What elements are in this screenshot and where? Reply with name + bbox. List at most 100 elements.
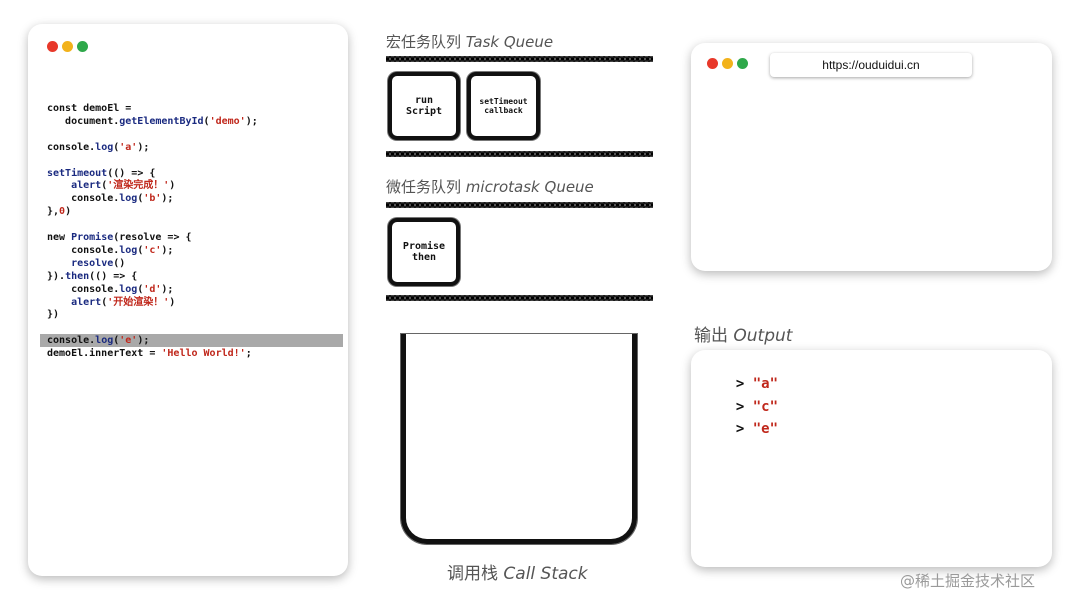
code-token: ( — [137, 193, 144, 205]
code-token — [47, 297, 71, 308]
code-line: console.log('b'); — [47, 192, 173, 205]
code-token: ); — [137, 141, 150, 153]
browser-window — [691, 43, 1052, 271]
code-token: 'c' — [143, 244, 162, 256]
task-settimeout-line1: setTimeout — [479, 97, 528, 106]
code-token: log — [119, 244, 138, 256]
code-line: demoEl.innerText = 'Hello World!'; — [47, 347, 252, 360]
code-token: ( — [113, 335, 120, 347]
code-token: alert — [71, 296, 102, 308]
code-token: ( — [101, 296, 108, 308]
microtask-queue-rail-top — [386, 202, 653, 208]
task-run-script: run Script — [388, 72, 460, 140]
code-token: ) — [169, 296, 176, 308]
code-token: ) — [65, 206, 72, 218]
task-queue-rail-top — [386, 56, 653, 62]
task-run-script-line1: run — [414, 95, 434, 106]
output-prompt: > — [735, 399, 745, 415]
browser-close-dot-icon[interactable] — [707, 58, 718, 69]
output-title-cn: 输出 — [694, 326, 728, 346]
microtask-queue-title: 微任务队列 microtask Queue — [386, 176, 594, 197]
code-token: console. — [47, 244, 120, 256]
task-settimeout-callback: setTimeout callback — [467, 72, 540, 140]
microtask-queue-title-en: microtask Queue — [465, 178, 594, 196]
code-token: log — [119, 193, 138, 205]
browser-minimize-dot-icon[interactable] — [722, 58, 733, 69]
call-stack-title: 调用栈 Call Stack — [447, 559, 588, 584]
code-token: const demoEl = — [47, 103, 132, 114]
code-token: ); — [161, 283, 174, 295]
microtask-queue-title-cn: 微任务队列 — [386, 178, 462, 196]
code-token: log — [119, 283, 138, 295]
task-run-script-line2: Script — [405, 106, 443, 117]
output-value: "c" — [752, 399, 779, 415]
code-token: ( — [137, 283, 144, 295]
code-token: log — [95, 141, 114, 153]
code-token: ( — [137, 244, 144, 256]
code-token: 'd' — [143, 283, 162, 295]
task-queue-title: 宏任务队列 Task Queue — [386, 31, 553, 52]
output-prompt: > — [735, 421, 745, 437]
call-stack — [401, 334, 637, 544]
code-token: console. — [47, 335, 96, 347]
code-token: ( — [203, 115, 210, 127]
code-line: }) — [47, 308, 59, 321]
microtask-promise-line2: then — [411, 252, 437, 263]
code-token: resolve — [71, 257, 114, 269]
code-token: 'Hello World!' — [161, 348, 246, 360]
maximize-dot-icon[interactable] — [77, 41, 88, 52]
code-token: ; — [245, 348, 252, 360]
task-queue-title-en: Task Queue — [465, 33, 554, 51]
code-line: setTimeout(() => { — [47, 167, 155, 180]
code-token: 'e' — [119, 335, 138, 347]
code-token: Promise — [71, 232, 114, 243]
output-title-en: Output — [733, 326, 793, 346]
code-token: ); — [161, 244, 174, 256]
code-token: }, — [47, 206, 60, 218]
code-token: ); — [161, 193, 174, 205]
address-bar-url: https://ouduidui.cn — [822, 58, 920, 72]
output-line: > "e" — [719, 405, 778, 437]
code-line: new Promise(resolve => { — [47, 231, 192, 244]
code-token: then — [65, 270, 90, 282]
watermark: @稀土掘金技术社区 — [900, 572, 1036, 590]
code-line: console.log('c'); — [47, 244, 173, 257]
output-line: > "c" — [719, 383, 778, 415]
code-line: console.log('a'); — [47, 141, 149, 154]
microtask-promise-line1: Promise — [402, 241, 446, 252]
code-token: ( — [113, 141, 120, 153]
code-token: ); — [137, 335, 150, 347]
minimize-dot-icon[interactable] — [62, 41, 73, 52]
output-panel — [691, 350, 1052, 567]
code-token: console. — [47, 283, 120, 295]
code-token: 'a' — [119, 141, 138, 153]
code-token: ( — [101, 180, 108, 192]
code-line: }).then(() => { — [47, 270, 137, 283]
code-token: getElementById — [119, 115, 204, 127]
browser-maximize-dot-icon[interactable] — [737, 58, 748, 69]
code-token: 'demo' — [209, 115, 246, 127]
code-line: resolve() — [47, 257, 125, 270]
code-token: console. — [47, 193, 120, 205]
task-settimeout-line2: callback — [484, 106, 523, 115]
output-prompt: > — [735, 376, 745, 392]
code-token: log — [95, 335, 114, 347]
microtask-promise-then: Promise then — [388, 218, 460, 286]
code-token: }) — [47, 309, 60, 321]
code-token: (() => { — [89, 270, 138, 282]
close-dot-icon[interactable] — [47, 41, 58, 52]
code-line: alert('开始渲染！') — [47, 296, 175, 309]
code-token: demoEl.innerText = — [47, 348, 162, 360]
address-bar[interactable]: https://ouduidui.cn — [770, 53, 972, 77]
code-token: () — [113, 257, 126, 269]
microtask-queue-rail-bottom — [386, 295, 653, 301]
code-line: console.log('d'); — [47, 283, 173, 296]
code-token: new — [47, 232, 72, 243]
code-token — [47, 258, 71, 269]
task-queue-title-cn: 宏任务队列 — [386, 33, 462, 51]
task-queue-rail-bottom — [386, 151, 653, 157]
code-token: '渲染完成！' — [107, 180, 170, 192]
call-stack-title-cn: 调用栈 — [447, 564, 498, 584]
code-token: 0 — [59, 206, 66, 218]
code-token: '开始渲染！' — [107, 296, 170, 308]
